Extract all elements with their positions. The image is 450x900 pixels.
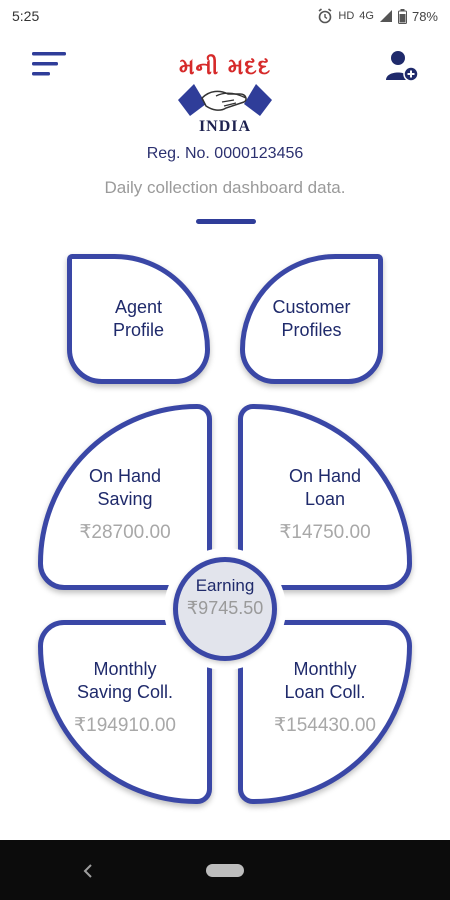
earning-value: ₹9745.50 [186,598,264,618]
agent-profile-label: Agent Profile [112,297,165,340]
battery-icon [397,8,407,24]
customer-profiles-label: Customer Profiles [272,297,351,340]
customer-profiles-tile[interactable]: Customer Profiles [240,254,383,384]
dashboard-subtitle: Daily collection dashboard data. [104,178,346,197]
earning-label: Earning [195,576,255,595]
home-pill-button[interactable] [206,864,244,877]
title-underline [196,219,256,224]
back-icon[interactable] [80,862,96,880]
on-hand-loan-label: On Hand Loan [288,465,362,509]
navigation-bar [0,840,450,900]
monthly-loan-value: ₹154430.00 [274,714,376,736]
battery-percent: 78% [411,8,438,24]
signal-icon [379,10,392,22]
user-plus-icon [386,51,419,82]
menu-button[interactable] [30,50,70,80]
handshake-icon [178,84,272,116]
on-hand-loan-value: ₹14750.00 [279,521,371,543]
agent-profile-tile[interactable]: Agent Profile [67,254,210,384]
network-4g-label: 4G [359,10,374,22]
registration-number: Reg. No. 0000123456 [146,145,304,162]
monthly-saving-value: ₹194910.00 [74,714,176,736]
status-icons: HD 4G 78% [317,8,438,24]
add-user-button[interactable] [384,48,420,84]
monthly-loan-label: Monthly Loan Coll. [284,658,366,702]
earning-circle[interactable]: Earning ₹9745.50 [173,557,277,661]
logo-sub-text: INDIA [198,118,252,135]
hamburger-menu-icon [32,52,66,76]
status-time: 5:25 [12,8,40,24]
logo-script-text: મની મદદ [178,54,271,80]
alarm-icon [318,8,332,24]
brand-logo: મની મદદ INDIA [170,54,280,140]
on-hand-saving-value: ₹28700.00 [79,521,171,543]
on-hand-saving-label: On Hand Saving [88,465,162,509]
status-bar: 5:25 HD 4G 78% [0,0,450,32]
monthly-saving-label: Monthly Saving Coll. [76,658,174,702]
network-hd-label: HD [338,10,355,22]
